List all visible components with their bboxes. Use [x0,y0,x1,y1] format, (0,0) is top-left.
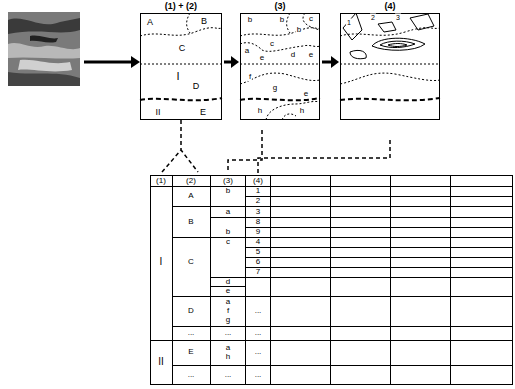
region-label: 2 [370,14,376,21]
region-label: b [296,26,302,34]
table-cell: g [225,316,231,324]
table-cell: d [225,278,231,286]
flow-arrow [322,56,339,68]
region-label: I [175,71,180,82]
region-label: B [200,17,208,26]
table-cell: (1) [155,177,167,185]
table-cell: 5 [255,248,261,256]
table-cell: ... [224,371,233,379]
table-cell: ... [187,371,196,379]
table-cell: 8 [255,218,261,226]
table-cell: (2) [185,177,197,185]
table-cell: (3) [222,177,234,185]
table-cell: f [226,307,230,315]
region-label: 1 [346,19,352,26]
table-cell: (4) [252,177,264,185]
table-cell: 1 [255,187,261,195]
region-label: b [247,16,253,24]
table-cell: b [225,228,231,236]
table-cell: ... [254,348,263,356]
table-cell: II [157,357,165,367]
region-label: D [192,82,201,91]
table-cell: ... [187,329,196,337]
table-cell: h [225,353,231,361]
region-label: e [308,51,314,59]
region-label: E [199,108,207,117]
region-label: h [299,107,305,115]
table-cell: E [187,348,194,356]
table-grid [150,175,513,385]
table-cell: ... [254,307,263,315]
region-label: 3 [395,14,401,21]
panel-heading: (1) + (2) [131,1,231,11]
table-cell: I [159,257,164,267]
table-cell: e [225,287,231,295]
region-label: a [244,47,250,55]
satellite-image [8,12,80,86]
panel-heading: (3) [231,1,329,11]
table-cell: A [187,192,194,200]
table-cell: b [225,187,231,195]
table-cell: 7 [255,268,261,276]
map-panel: (4) [340,13,440,120]
table-cell: a [225,208,231,216]
table-cell: 6 [255,258,261,266]
region-label: c [269,40,275,48]
region-label: A [146,18,154,27]
region-label: II [154,108,161,117]
table-cell: ... [224,329,233,337]
table-cell: 4 [255,238,261,246]
region-label: d [290,51,296,59]
table-cell: 9 [255,228,261,236]
region-label: b [279,16,285,24]
region-label: c [308,15,314,23]
table-cell: 2 [255,197,261,205]
region-label: h [257,107,263,115]
region-label: e [259,54,265,62]
table-cell: ... [254,371,263,379]
table-cell: ... [254,329,263,337]
flow-arrow [224,56,239,68]
table-cell: C [187,258,195,266]
table-cell: D [187,307,195,315]
table-cell: B [187,218,194,226]
region-label: f [248,73,252,81]
table-cell: 3 [255,208,261,216]
panel-heading: (4) [331,1,449,11]
region-label: g [272,84,278,92]
table-cell: a [225,298,231,306]
map-panel: (3) [240,13,320,120]
table-cell: c [225,238,231,246]
table-cell: a [225,344,231,352]
region-label: e [303,90,309,98]
region-label: C [178,44,187,53]
map-panel: (1) + (2) [140,13,222,120]
